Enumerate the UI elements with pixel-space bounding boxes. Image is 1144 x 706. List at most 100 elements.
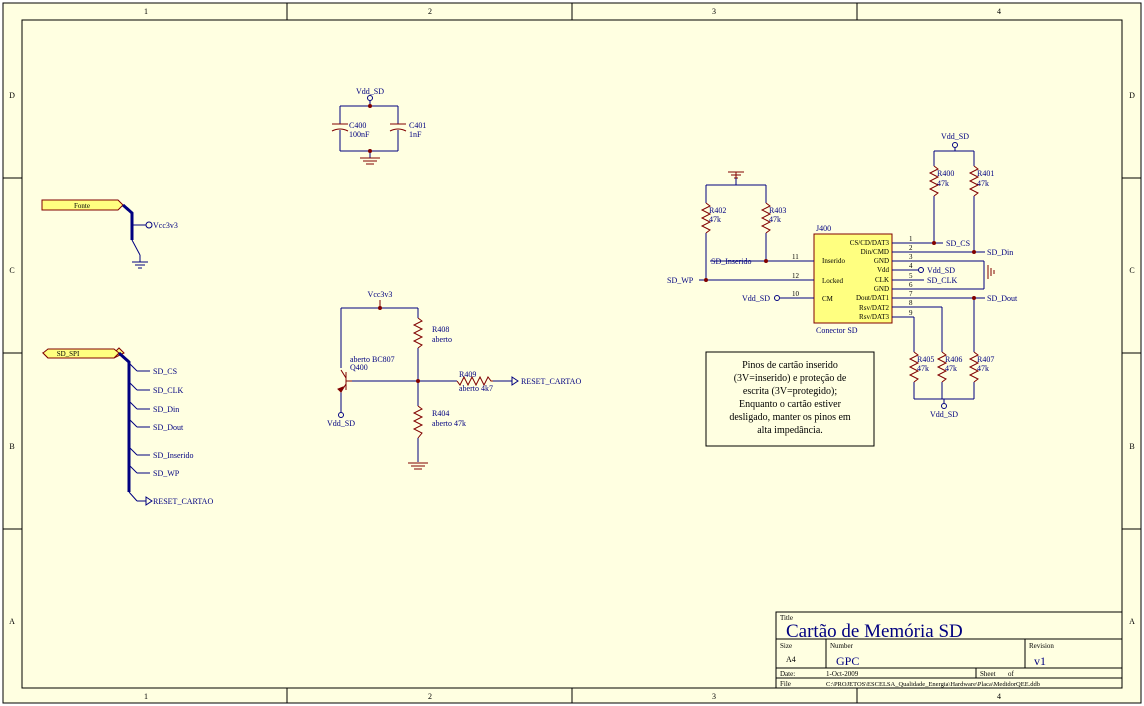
resistor-r406[interactable] — [936, 351, 948, 383]
r404-value: aberto 47k — [432, 419, 466, 428]
capacitor-c400[interactable] — [331, 123, 349, 132]
size-label: Size — [780, 642, 792, 650]
net-label-sd-wp: SD_WP — [153, 469, 180, 478]
vdd-sd-net-label-caps: Vdd_SD — [356, 87, 384, 96]
net-label-sd-cs-conn: SD_CS — [946, 239, 970, 248]
fonte-bus — [122, 203, 134, 240]
r407-value: 47k — [977, 364, 989, 373]
transistor-q400[interactable] — [337, 369, 352, 393]
j400-pin-dout-dat1: Dout/DAT1 — [856, 294, 890, 302]
sd-spi-port[interactable]: SD_SPI — [41, 347, 125, 359]
zone-row-c-right: C — [1129, 266, 1134, 275]
zone-row-b-left: B — [9, 442, 14, 451]
zone-col-2-bottom: 2 — [428, 692, 432, 701]
junction-sd-inserido — [764, 259, 768, 263]
r402-r403-wires — [705, 178, 767, 280]
note-line-1: Pinos de cartão inserido — [742, 360, 838, 371]
j400-pin-din-cmd: Din/CMD — [861, 248, 889, 256]
r401-ref: R401 — [977, 169, 994, 178]
zone-col-4-bottom: 4 — [997, 692, 1001, 701]
r409-value: aberto 4k7 — [459, 384, 493, 393]
j400-left-pin-numbers: 11 12 10 — [792, 253, 800, 298]
resistor-r409[interactable] — [456, 375, 493, 387]
c400-value: 100nF — [349, 130, 370, 139]
resistor-r401[interactable] — [968, 165, 980, 197]
vdd-sd-net-label-pullup-top: Vdd_SD — [941, 132, 969, 141]
junction-switch-base — [416, 379, 420, 383]
net-label-reset-cartao: RESET_CARTAO — [153, 497, 213, 506]
fonte-power-port[interactable]: Fonte — [41, 199, 124, 211]
c401-ref: C401 — [409, 121, 426, 130]
j400-pin-num-11: 11 — [792, 253, 799, 261]
resistor-r402[interactable] — [700, 202, 712, 234]
j400-right-pin-numbers: 1 2 3 4 5 6 7 8 9 — [909, 235, 913, 317]
ground-symbol-switch — [408, 462, 428, 470]
note-line-6: alta impedância. — [757, 425, 823, 436]
r403-ref: R403 — [769, 206, 786, 215]
net-label-sd-dout: SD_Dout — [153, 423, 184, 432]
resistor-r405[interactable] — [908, 351, 920, 383]
c400-ref: C400 — [349, 121, 366, 130]
j400-pin-locked: Locked — [822, 277, 843, 285]
resistor-r408[interactable] — [412, 317, 424, 349]
revision-value: v1 — [1034, 654, 1046, 668]
net-label-sd-din-conn: SD_Din — [987, 248, 1013, 257]
resistor-r400[interactable] — [928, 165, 940, 197]
junction-caps-vdd — [368, 104, 372, 108]
r405-value: 47k — [917, 364, 929, 373]
zone-row-c-left: C — [9, 266, 14, 275]
resistor-r403[interactable] — [760, 202, 772, 234]
j400-pin-num-5: 5 — [909, 272, 913, 280]
note-text: Pinos de cartão inserido (3V=inserido) e… — [729, 360, 851, 436]
sheet-title: Cartão de Memória SD — [786, 621, 963, 642]
pullup-top-wires — [933, 148, 975, 252]
zone-row-d-right: D — [1129, 91, 1135, 100]
j400-pin-cm: CM — [822, 295, 834, 303]
j400-pin-num-7: 7 — [909, 290, 913, 298]
zone-dividers — [3, 3, 1141, 703]
net-label-sd-inserido-conn: SD_Inserido — [711, 257, 751, 266]
zone-col-4-top: 4 — [997, 7, 1001, 16]
r402-ref: R402 — [709, 206, 726, 215]
vcc3v3-net-symbol — [145, 221, 153, 229]
j400-pin-num-2: 2 — [909, 244, 913, 252]
number-value: GPC — [836, 654, 859, 668]
j400-gnd-symbol — [987, 265, 995, 279]
sd-connector-j400[interactable] — [813, 233, 893, 324]
j400-pin-num-10: 10 — [792, 290, 800, 298]
j400-pin-gnd-2: GND — [874, 285, 889, 293]
net-label-sd-clk: SD_CLK — [153, 386, 183, 395]
title-block — [775, 611, 1123, 689]
junction-sd-dout — [972, 296, 976, 300]
j400-pin-num-3: 3 — [909, 253, 913, 261]
r403-value: 47k — [769, 215, 781, 224]
j400-pin-num-4: 4 — [909, 262, 913, 270]
resistor-r407[interactable] — [968, 351, 980, 383]
j400-pin-cs-cd-dat3: CS/CD/DAT3 — [850, 239, 890, 247]
j400-pin-num-1: 1 — [909, 235, 913, 243]
vdd-sd-power-symbol-pullup-bottom — [941, 403, 947, 409]
zone-col-1-bottom: 1 — [144, 692, 148, 701]
net-label-sd-cs: SD_CS — [153, 367, 177, 376]
fonte-port-label: Fonte — [74, 202, 90, 210]
vdd-sd-net-label-pullup-bottom: Vdd_SD — [930, 410, 958, 419]
j400-left-pin-names: Inserido Locked CM — [822, 257, 845, 303]
r400-value: 47k — [937, 179, 949, 188]
j400-pin-inserido: Inserido — [822, 257, 845, 265]
number-label: Number — [830, 642, 854, 650]
j400-pin-wires — [699, 242, 985, 318]
junction-caps-gnd — [368, 149, 372, 153]
j400-pin-num-6: 6 — [909, 281, 913, 289]
sd-spi-entries — [128, 362, 150, 502]
j400-pin-rsv-dat3: Rsv/DAT3 — [859, 313, 889, 321]
capacitor-c401[interactable] — [389, 123, 407, 132]
vdd-sd-power-symbol-pullup-top — [952, 142, 958, 148]
resistor-r404[interactable] — [412, 405, 424, 439]
j400-pin-clk: CLK — [875, 276, 889, 284]
junction-sd-cs — [932, 241, 936, 245]
junction-vcc3v3 — [378, 306, 382, 310]
j400-pin-vdd: Vdd — [877, 266, 890, 274]
r405-ref: R405 — [917, 355, 934, 364]
j400-pin-rsv-dat2: Rsv/DAT2 — [859, 304, 889, 312]
